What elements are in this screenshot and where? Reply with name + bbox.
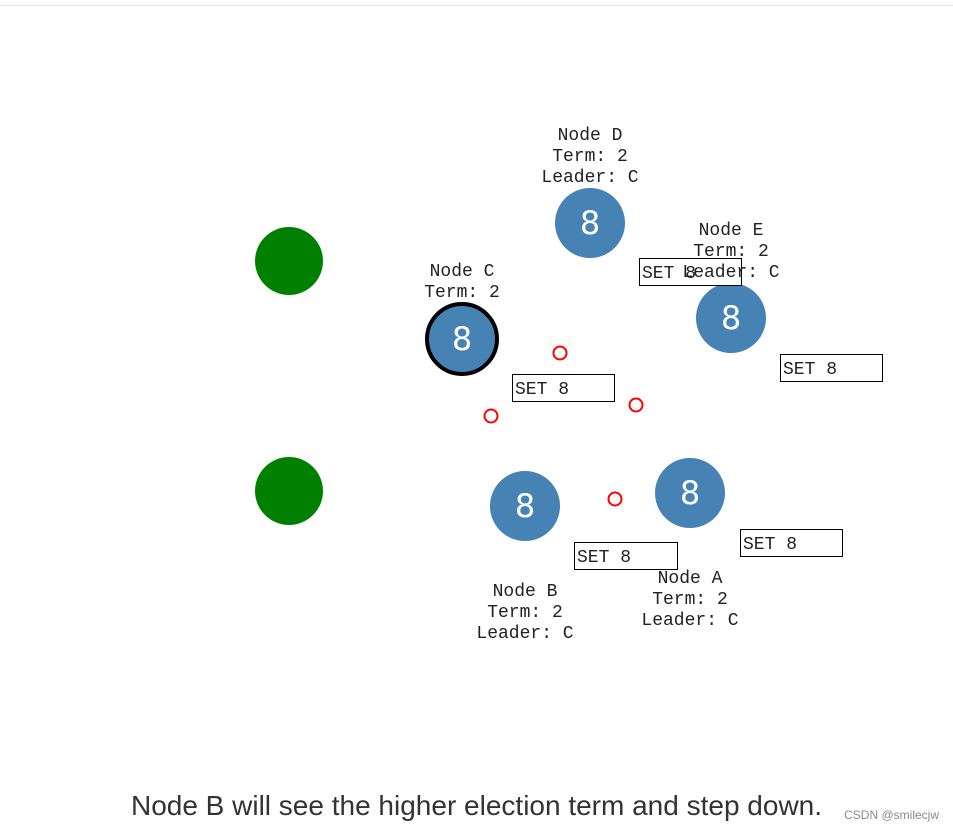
- node-circle: [696, 283, 766, 353]
- node-e-label-line: Leader: C: [682, 263, 779, 283]
- node-a: 8: [655, 458, 725, 528]
- client-circle: [255, 227, 323, 295]
- node-value: 8: [680, 474, 700, 512]
- node-circle: [655, 458, 725, 528]
- node-value: 8: [452, 320, 472, 358]
- node-value: 8: [580, 204, 600, 242]
- node-value: 8: [721, 299, 741, 337]
- node-circle: [490, 471, 560, 541]
- node-a-label-line: Node A: [658, 569, 723, 589]
- node-d-label-line: Term: 2: [552, 147, 628, 167]
- log-entry-box: SET 8: [780, 354, 883, 382]
- log-entry-text: SET 8: [515, 380, 569, 400]
- log-entry-frame: [574, 542, 678, 570]
- node-a-label-line: Term: 2: [652, 590, 728, 610]
- message-dot: [628, 397, 644, 413]
- log-entry-box: SET 8: [639, 258, 742, 286]
- node-a-label-line: Leader: C: [641, 611, 738, 631]
- node-e: 8: [696, 283, 766, 353]
- node-e-label-line: Term: 2: [693, 242, 769, 262]
- node-b: 8: [490, 471, 560, 541]
- top-divider: [0, 5, 953, 6]
- log-entry-text: SET 8: [783, 360, 837, 380]
- node-value: 8: [515, 487, 535, 525]
- node-d-label-line: Leader: C: [541, 168, 638, 188]
- message-dot: [607, 491, 623, 507]
- node-c: 8: [425, 302, 499, 376]
- log-entry-box: SET 8: [740, 529, 843, 557]
- log-entry-text: SET 8: [743, 535, 797, 555]
- node-b-label-line: Term: 2: [487, 603, 563, 623]
- log-entry-frame: [639, 258, 742, 286]
- node-circle: [555, 188, 625, 258]
- node-b-label-line: Leader: C: [476, 624, 573, 644]
- log-entry-box: SET 8: [574, 542, 678, 570]
- log-entry-box: SET 8: [512, 374, 615, 402]
- watermark: CSDN @smilecjw: [844, 808, 939, 822]
- step-caption: Node B will see the higher election term…: [130, 790, 823, 821]
- log-entry-frame: [740, 529, 843, 557]
- client-circle: [255, 457, 323, 525]
- message-dot: [552, 345, 568, 361]
- node-e-label-line: Node E: [699, 221, 764, 241]
- log-entry-text: SET 8: [577, 548, 631, 568]
- node-d-label-line: Node D: [558, 126, 623, 146]
- log-entry-frame: [512, 374, 615, 402]
- node-c-label-line: Term: 2: [424, 283, 500, 303]
- node-c-label-line: Node C: [430, 262, 495, 282]
- node-b-label-line: Node B: [493, 582, 558, 602]
- log-entry-text: SET 8: [642, 264, 696, 284]
- message-dot: [483, 408, 499, 424]
- node-circle: [425, 302, 499, 376]
- log-entry-frame: [780, 354, 883, 382]
- node-d: 8: [555, 188, 625, 258]
